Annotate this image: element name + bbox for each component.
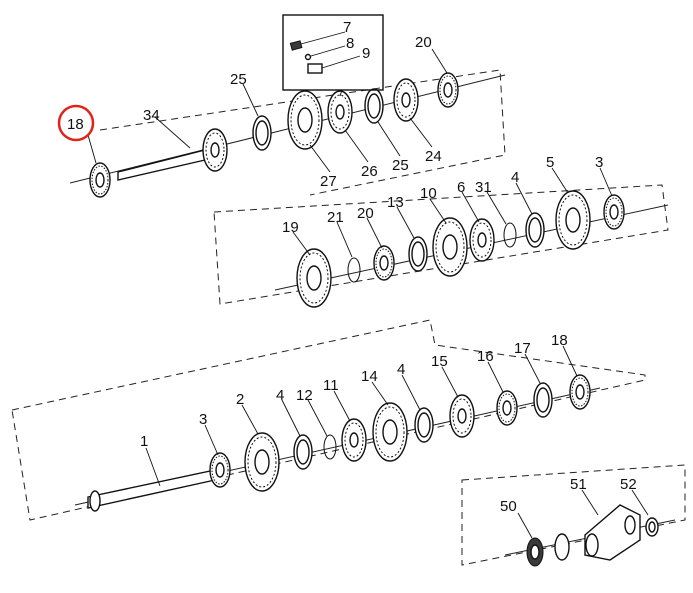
part-4-ring-2[interactable] [293,434,313,470]
callout-26[interactable]: 26 [361,163,378,180]
part-24-gear[interactable] [393,78,419,122]
row-output [461,464,686,567]
callout-14[interactable]: 14 [361,368,378,385]
callout-7[interactable]: 7 [343,19,351,36]
part-51-yoke[interactable] [584,504,641,561]
callout-5[interactable]: 5 [546,154,554,171]
part-4-ring[interactable] [525,212,545,248]
part-3-bearing[interactable] [603,194,625,230]
callout-52[interactable]: 52 [620,476,637,493]
row-input-shaft [69,14,506,198]
part-4-ring-3[interactable] [414,407,434,443]
callout-17[interactable]: 17 [514,340,531,357]
callout-50[interactable]: 50 [500,498,517,515]
callout-31[interactable]: 31 [475,179,492,196]
part-25-synchro-ring-2[interactable] [364,88,384,124]
highlight-circle [57,104,95,142]
part-31-snap-ring[interactable] [503,222,517,248]
callout-10[interactable]: 10 [420,185,437,202]
callout-18-low[interactable]: 18 [551,332,568,349]
callout-9[interactable]: 9 [362,45,370,62]
part-5-gear[interactable] [555,190,591,250]
callout-51[interactable]: 51 [570,476,587,493]
part-6-hub[interactable] [469,218,495,262]
leader-lines [87,48,649,539]
callout-1[interactable]: 1 [140,433,148,450]
callout-18-top[interactable]: 18 [67,116,84,133]
part-15-gear[interactable] [449,394,475,438]
part-18-bearing-2[interactable] [569,374,591,410]
part-25-synchro-ring[interactable] [252,115,272,151]
part-10-sleeve[interactable] [432,217,468,277]
callout-15[interactable]: 15 [431,353,448,370]
callout-4-mid[interactable]: 4 [511,169,519,186]
callout-12[interactable]: 12 [296,387,313,404]
callout-4-low-a[interactable]: 4 [276,387,284,404]
callout-13[interactable]: 13 [387,194,404,211]
part-50-seal[interactable] [526,533,570,567]
callout-24[interactable]: 24 [425,148,442,165]
part-27-synchro-sleeve[interactable] [287,90,323,150]
part-16-bearing[interactable] [496,390,518,426]
callout-6[interactable]: 6 [457,179,465,196]
callout-8[interactable]: 8 [346,35,354,52]
part-18-bearing[interactable] [89,162,111,198]
callout-25-mid[interactable]: 25 [392,157,409,174]
part-20-bearing[interactable] [437,72,459,108]
callout-27[interactable]: 27 [320,173,337,190]
part-14-sleeve[interactable] [372,402,408,462]
part-1-main-shaft[interactable] [87,469,216,512]
part-34-input-shaft[interactable] [117,128,228,181]
row-countershaft [213,184,669,308]
inset-box [282,14,384,91]
callout-21[interactable]: 21 [327,209,344,226]
part-7-key[interactable] [289,31,346,51]
callout-20-mid[interactable]: 20 [357,205,374,222]
callout-19[interactable]: 19 [282,219,299,236]
callout-34[interactable]: 34 [143,107,160,124]
row-main-shaft [11,319,646,521]
part-2-gear[interactable] [244,432,280,492]
callout-3-mid[interactable]: 3 [595,154,603,171]
part-17-ring[interactable] [533,382,553,418]
callout-11[interactable]: 11 [323,377,339,394]
callout-2[interactable]: 2 [236,391,244,408]
part-26-hub[interactable] [327,90,353,134]
part-52-nut[interactable] [645,517,659,537]
callout-16[interactable]: 16 [477,348,494,365]
part-11-hub[interactable] [341,418,367,462]
callout-20-top[interactable]: 20 [415,34,432,51]
callout-25-top[interactable]: 25 [230,71,247,88]
callout-3-low[interactable]: 3 [199,411,207,428]
part-21-washer[interactable] [347,257,361,283]
part-9-spring[interactable] [307,55,361,74]
callout-labels: 18 34 25 27 26 25 24 20 7 8 9 19 21 20 1… [67,19,637,515]
callout-4-low-b[interactable]: 4 [397,361,405,378]
part-3-bearing-2[interactable] [209,452,231,488]
part-20-bearing-2[interactable] [373,245,395,281]
part-8-ball[interactable] [304,45,346,61]
part-13-ring[interactable] [408,236,428,272]
part-19-gear[interactable] [296,248,332,308]
